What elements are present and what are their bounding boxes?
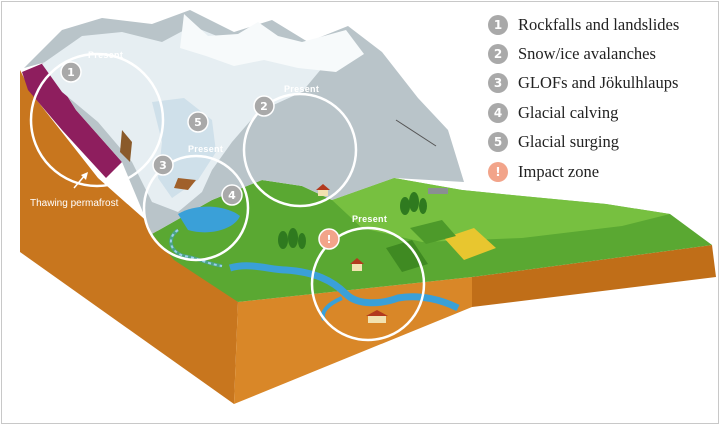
soil-front-face: [234, 277, 472, 404]
marker-4: 4: [221, 184, 243, 206]
legend: 1 Rockfalls and landslides 2 Snow/ice av…: [488, 10, 714, 186]
legend-item-surging: 5 Glacial surging: [488, 128, 714, 157]
hazard-circle-2: [242, 92, 358, 208]
rock-streak-2: [174, 178, 196, 190]
marker-2: 2: [253, 95, 275, 117]
cable-line: [395, 119, 437, 147]
marker-impact: !: [318, 228, 340, 250]
permafrost-label: Thawing permafrost: [30, 198, 119, 209]
legend-label-calving: Glacial calving: [518, 102, 619, 122]
legend-item-avalanches: 2 Snow/ice avalanches: [488, 39, 714, 68]
snow-peaks: [180, 14, 364, 72]
soil-right-face: [472, 245, 716, 307]
present-label-4: Present: [352, 214, 387, 224]
present-label-2: Present: [284, 84, 319, 94]
marker-5: 5: [187, 111, 209, 133]
permafrost-arrowhead: [81, 172, 88, 180]
legend-item-calving: 4 Glacial calving: [488, 98, 714, 127]
legend-badge-5: 5: [488, 132, 508, 153]
lift-station: [428, 188, 448, 194]
flood-path-water: [169, 228, 223, 268]
marker-3: 3: [152, 154, 174, 176]
legend-item-impact-zone: ! Impact zone: [488, 157, 714, 186]
svg-text:5: 5: [194, 116, 202, 129]
hazard-circle-1: [29, 52, 165, 188]
legend-label-rockfalls: Rockfalls and landslides: [518, 14, 680, 34]
field-green-1: [386, 240, 428, 272]
marker-1: 1: [60, 61, 82, 83]
legend-label-glofs: GLOFs and Jökulhlaups: [518, 73, 679, 93]
houses: [316, 184, 388, 323]
permafrost-band: [22, 62, 122, 178]
field-yellow: [444, 228, 496, 260]
svg-text:4: 4: [228, 189, 236, 202]
legend-badge-2: 2: [488, 44, 508, 65]
legend-label-avalanches: Snow/ice avalanches: [518, 44, 656, 64]
rock-streak-1: [120, 130, 132, 162]
hazard-circle-impact: [310, 226, 426, 342]
legend-label-impact-zone: Impact zone: [518, 161, 600, 181]
legend-item-rockfalls: 1 Rockfalls and landslides: [488, 10, 714, 39]
svg-text:!: !: [326, 233, 331, 246]
soil-left-face: [20, 70, 238, 404]
legend-badge-4: 4: [488, 102, 508, 123]
legend-item-glofs: 3 GLOFs and Jökulhlaups: [488, 69, 714, 98]
legend-badge-1: 1: [488, 14, 508, 35]
field-green-2: [410, 220, 456, 244]
trees: [278, 192, 427, 249]
legend-label-surging: Glacial surging: [518, 132, 619, 152]
svg-text:3: 3: [159, 159, 167, 172]
hazard-circle-3: [142, 154, 250, 262]
legend-badge-3: 3: [488, 73, 508, 94]
legend-badge-impact: !: [488, 161, 508, 182]
river: [228, 262, 460, 312]
glacial-lake: [178, 206, 240, 233]
svg-text:2: 2: [260, 100, 268, 113]
present-label-1: Present: [88, 50, 123, 60]
svg-text:1: 1: [67, 66, 75, 79]
present-label-3: Present: [188, 144, 223, 154]
